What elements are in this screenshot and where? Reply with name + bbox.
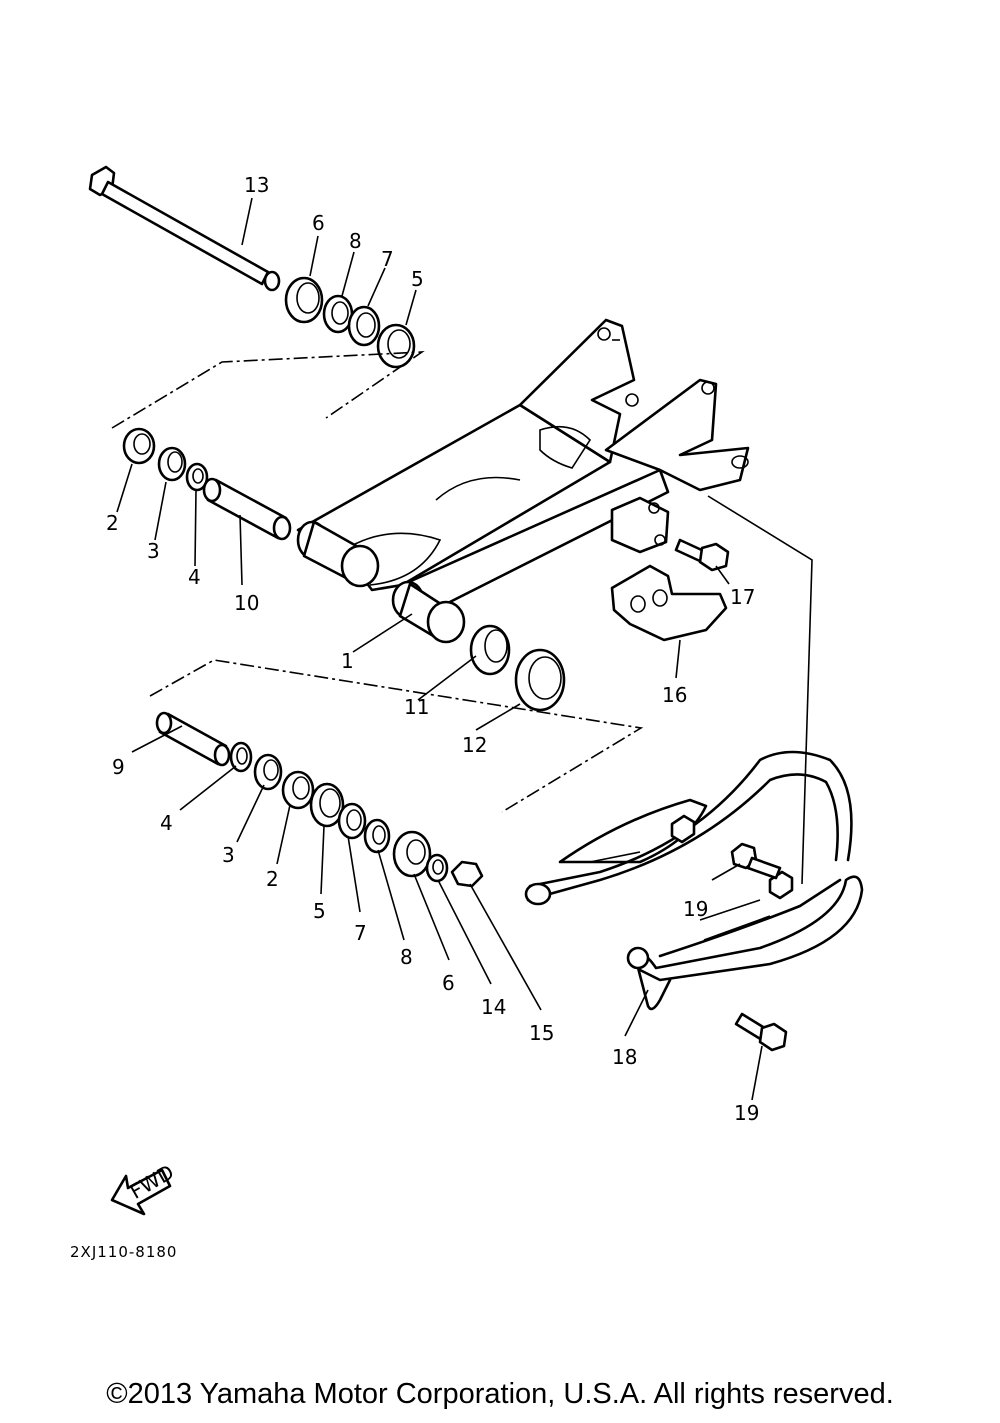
seal-12-part[interactable] (514, 648, 566, 712)
callout-3-upper: 3 (147, 539, 160, 563)
callout-19-upper: 19 (683, 897, 708, 921)
callout-15: 15 (529, 1021, 554, 1045)
callout-1: 1 (341, 649, 354, 673)
seal-5-lower-part[interactable] (309, 782, 345, 828)
copyright-notice: ©2013 Yamaha Motor Corporation, U.S.A. A… (106, 1378, 894, 1410)
callout-17: 17 (730, 585, 755, 609)
bearing-2-lower-part[interactable] (281, 770, 315, 810)
leader-lines (116, 197, 763, 1101)
fwd-arrow-icon: FWD (110, 1160, 178, 1216)
collar-11-part[interactable] (469, 624, 511, 676)
upper-thrust-7-part[interactable] (347, 305, 381, 347)
callout-9: 9 (112, 755, 125, 779)
callout-13: 13 (244, 173, 269, 197)
callout-6-lower: 6 (442, 971, 455, 995)
upper-seal-5-part[interactable] (376, 323, 416, 369)
callout-7-upper: 7 (381, 247, 394, 271)
bolt-17-part[interactable] (674, 538, 730, 572)
bolt-19-upper-part[interactable] (730, 842, 782, 880)
pivot-shaft-part[interactable] (88, 165, 281, 292)
callout-2-upper: 2 (106, 511, 119, 535)
diagram-code: 2XJ110-8180 (70, 1243, 177, 1261)
washer-14-part[interactable] (425, 853, 449, 883)
callout-4-upper: 4 (188, 565, 201, 589)
upper-washer-8-part[interactable] (322, 294, 354, 334)
callout-10: 10 (234, 591, 259, 615)
collar-3-lower-part[interactable] (253, 753, 283, 791)
callout-2-lower: 2 (266, 867, 279, 891)
upper-assembly-line (111, 351, 425, 429)
spacer-9-part[interactable] (155, 711, 231, 767)
callout-14: 14 (481, 995, 506, 1019)
washer-4-lower-part[interactable] (229, 741, 253, 773)
callout-7-lower: 7 (354, 921, 367, 945)
callout-16: 16 (662, 683, 687, 707)
collar-6-lower-part[interactable] (392, 830, 432, 878)
callout-4-lower: 4 (160, 811, 173, 835)
callout-3-lower: 3 (222, 843, 235, 867)
collar-3-upper-part[interactable] (157, 446, 187, 482)
footrest-18-part[interactable] (524, 750, 864, 1011)
callout-11: 11 (404, 695, 429, 719)
nut-15-part[interactable] (450, 860, 484, 888)
chain-guide-16-part[interactable] (610, 564, 728, 642)
chain-guide-reference-line (707, 495, 813, 885)
callout-12: 12 (462, 733, 487, 757)
callout-numbers: 13 6 8 7 5 2 3 4 10 1 11 12 17 16 9 4 3 … (106, 173, 759, 1125)
callout-19-lower: 19 (734, 1101, 759, 1125)
swing-arm-part[interactable] (296, 318, 750, 644)
callout-18: 18 (612, 1045, 637, 1069)
callout-8-upper: 8 (349, 229, 362, 253)
bolt-19-lower-part[interactable] (734, 1012, 788, 1052)
thrust-7-lower-part[interactable] (337, 802, 367, 840)
upper-collar-6-part[interactable] (284, 276, 324, 324)
callout-5-upper: 5 (411, 267, 424, 291)
callout-6-upper: 6 (312, 211, 325, 235)
washer-8-lower-part[interactable] (363, 818, 391, 854)
bearing-2-upper-part[interactable] (122, 427, 156, 465)
spacer-10-part[interactable] (202, 477, 292, 541)
callout-8-lower: 8 (400, 945, 413, 969)
washer-4-upper-part[interactable] (185, 462, 209, 492)
callout-5-lower: 5 (313, 899, 326, 923)
lower-assembly-line (149, 659, 644, 813)
